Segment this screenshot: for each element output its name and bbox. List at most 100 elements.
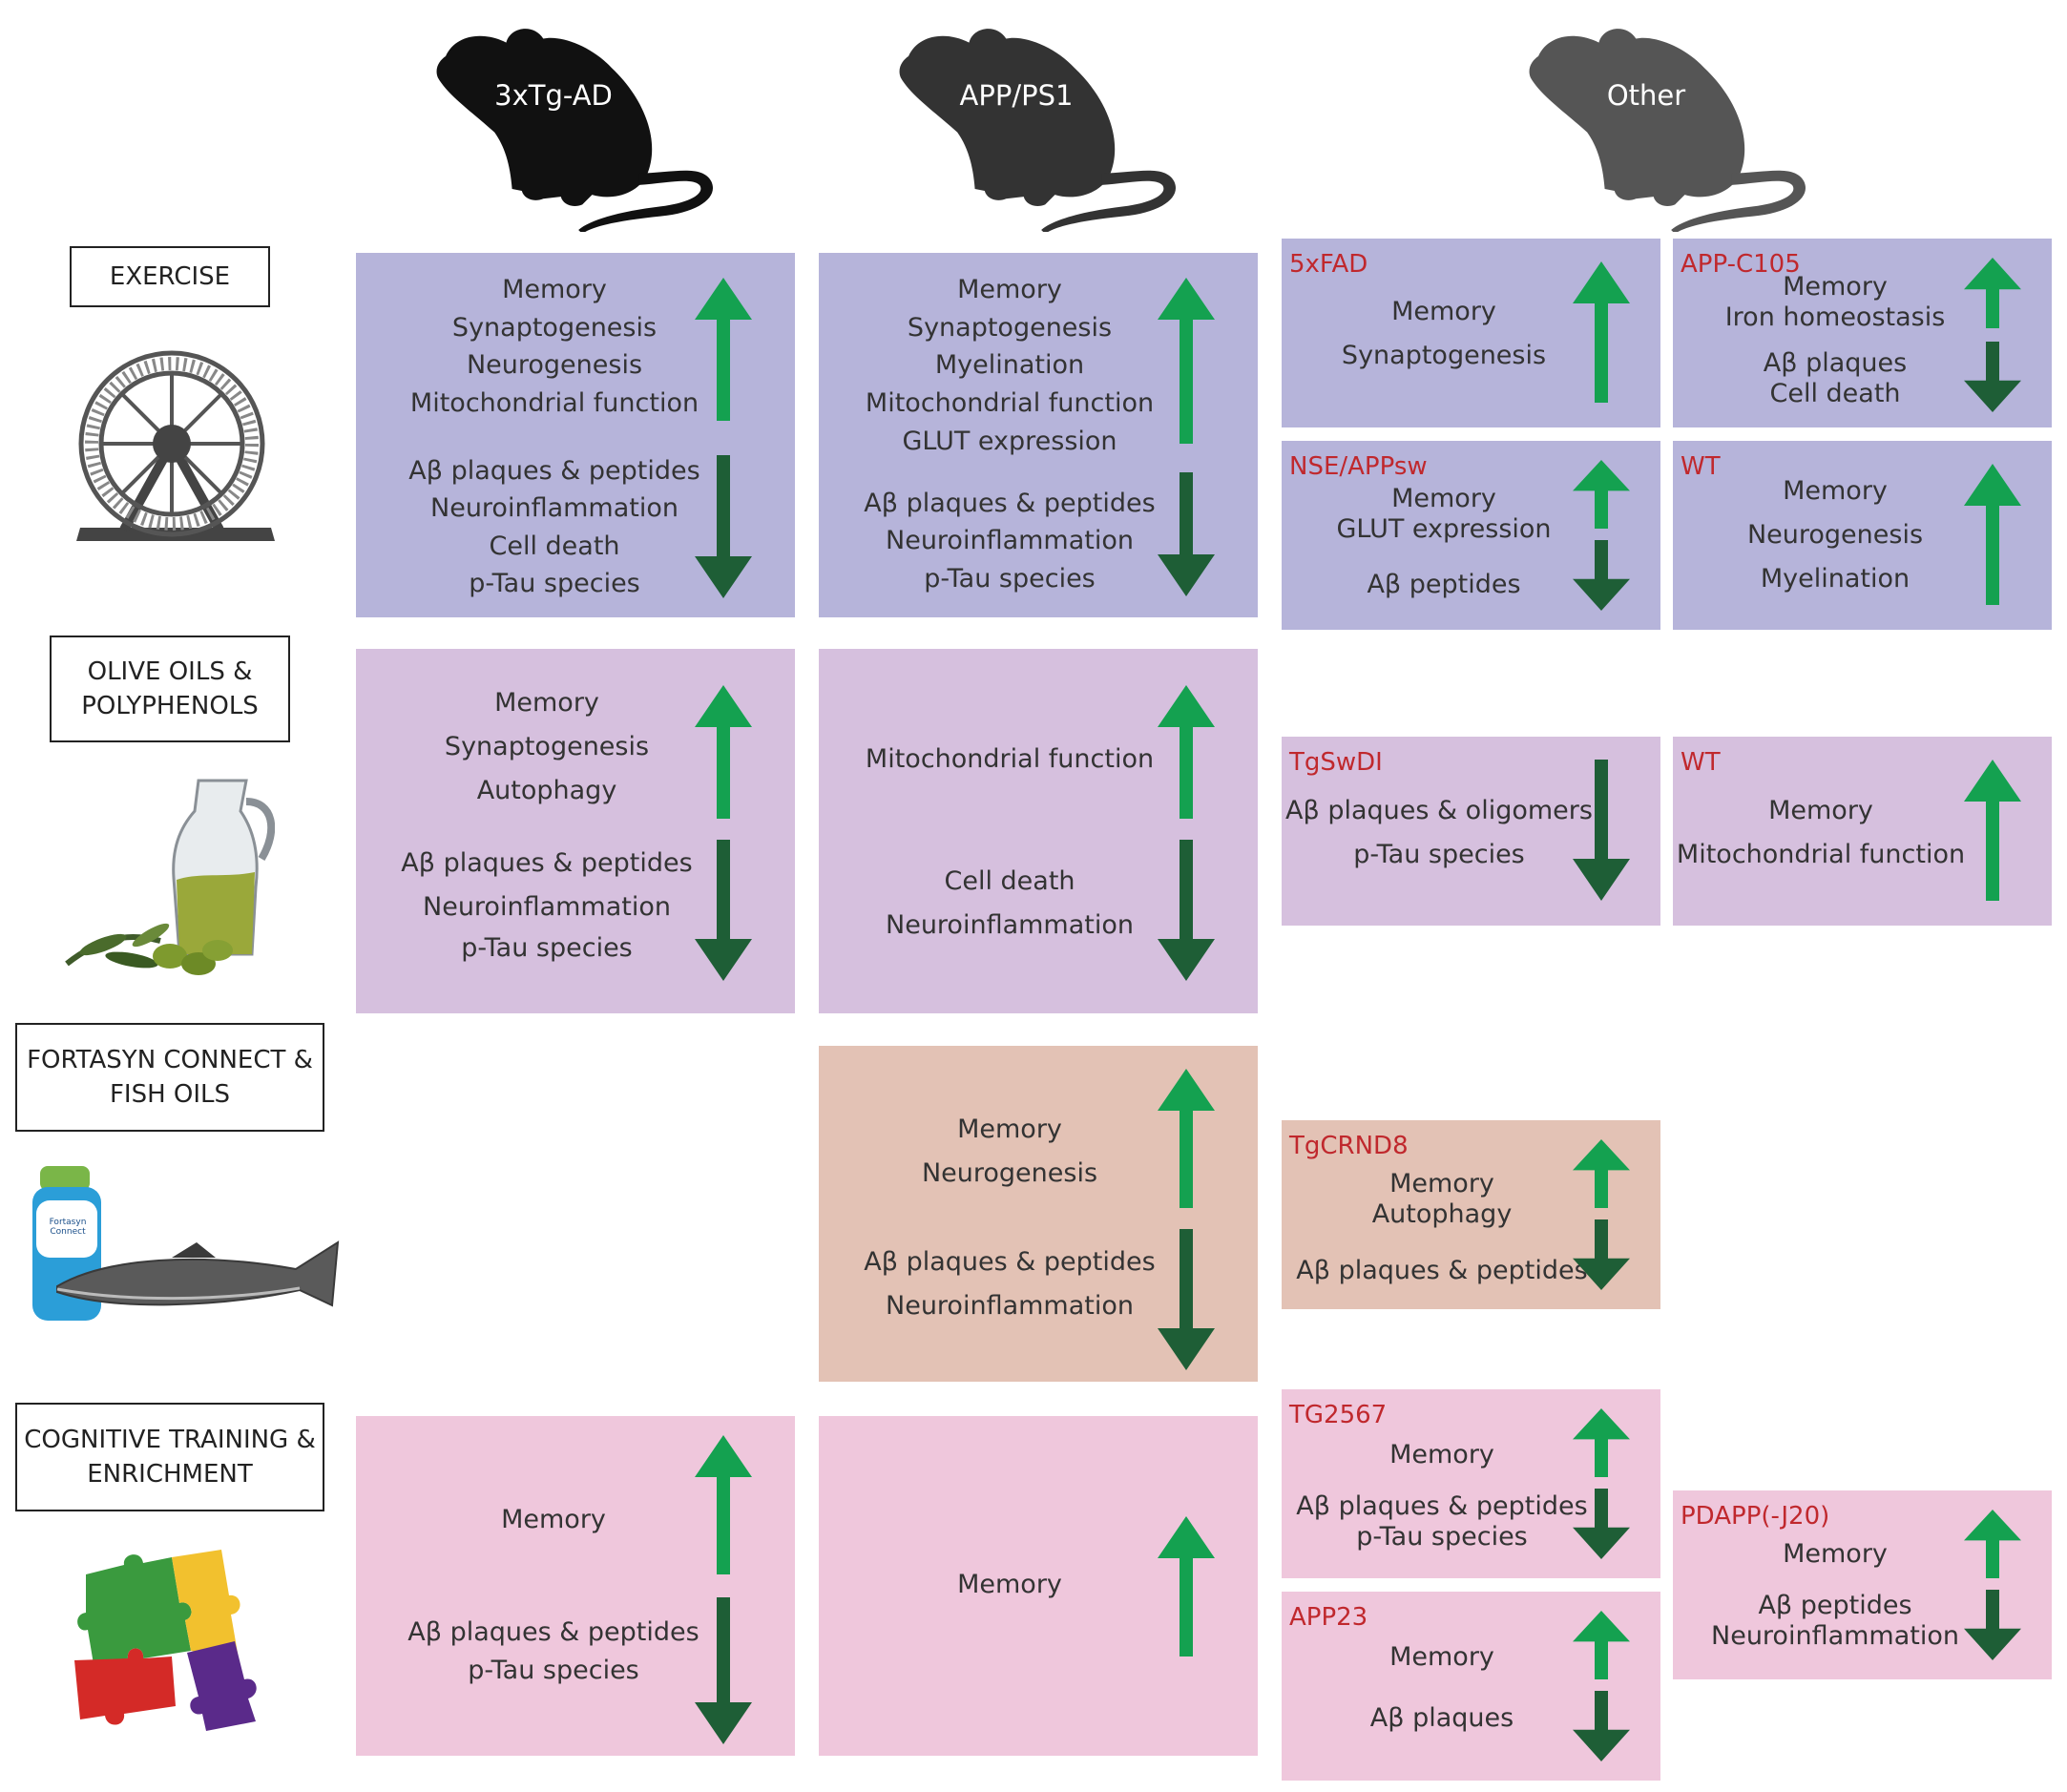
arrow-down-icon: [695, 1597, 752, 1744]
increased-effect-text: Memory: [957, 275, 1062, 304]
olive-oil-jug-icon: [65, 779, 275, 975]
intervention-label-line: FORTASYN CONNECT &: [27, 1046, 313, 1074]
increased-effect-text: Synaptogenesis: [444, 732, 650, 761]
fortasyn-bottle-fish-icon: Fortasyn Connect: [29, 1162, 344, 1324]
increased-effect-text: Memory: [1783, 1539, 1888, 1569]
increased-effect-text: Iron homeostasis: [1724, 302, 1946, 332]
decreased-effect-text: Neuroinflammation: [1711, 1621, 1959, 1651]
model-label-other: Other: [1606, 79, 1686, 112]
increased-effect-text: Autophagy: [476, 776, 617, 805]
arrow-up-icon: [1573, 460, 1630, 529]
increased-effect-text: GLUT expression: [902, 427, 1117, 456]
decreased-effect-text: p-Tau species: [1356, 1522, 1528, 1552]
decreased-effect-text: p-Tau species: [469, 569, 640, 598]
hamster-wheel-icon: [76, 350, 275, 541]
mouse-silhouette-icon: [1517, 17, 1813, 232]
arrow-up-icon: [1573, 1139, 1630, 1208]
decreased-effect-text: Neuroinflammation: [423, 892, 671, 922]
arrow-up-icon: [1158, 685, 1215, 819]
decreased-effect-text: p-Tau species: [1353, 840, 1525, 869]
decreased-effect-text: Cell death: [944, 866, 1075, 896]
increased-effect-text: Myelination: [934, 350, 1085, 380]
increased-effect-text: Memory: [1389, 1169, 1494, 1198]
fortasyn-bottle-text: Fortasyn Connect: [49, 1218, 87, 1237]
intervention-label-line: ENRICHMENT: [87, 1460, 253, 1489]
decreased-effect-text: Neuroinflammation: [886, 1291, 1134, 1321]
increased-effect-text: Memory: [501, 1505, 606, 1534]
strain-label: 5xFAD: [1289, 250, 1368, 279]
arrow-down-icon: [1158, 840, 1215, 981]
arrow-down-icon: [1158, 1229, 1215, 1370]
arrow-down-icon: [1964, 1590, 2021, 1660]
increased-effect-text: Memory: [502, 275, 607, 304]
arrow-up-icon: [1964, 760, 2021, 901]
decreased-effect-text: Aβ plaques & peptides: [408, 456, 700, 486]
arrow-down-icon: [1964, 342, 2021, 412]
strain-label: WT: [1681, 452, 1721, 481]
increased-effect-text: Memory: [1391, 297, 1496, 326]
arrow-down-icon: [1573, 1691, 1630, 1761]
increased-effect-text: Memory: [957, 1570, 1062, 1599]
strain-label: PDAPP(-J20): [1681, 1502, 1830, 1531]
decreased-effect-text: Aβ plaques & peptides: [401, 848, 693, 878]
mouse-3xtg-ad: 3xTg-AD: [425, 17, 720, 232]
puzzle-pieces-icon: [74, 1550, 257, 1731]
increased-effect-text: Memory: [494, 688, 599, 718]
increased-effect-text: Memory: [957, 1115, 1062, 1144]
decreased-effect-text: p-Tau species: [468, 1656, 639, 1685]
decreased-effect-text: Aβ plaques: [1763, 348, 1908, 378]
arrow-up-icon: [1158, 1069, 1215, 1208]
increased-effect-text: Memory: [1783, 272, 1888, 302]
increased-effect-text: Mitochondrial function: [409, 388, 699, 418]
increased-effect-text: Synaptogenesis: [1341, 341, 1547, 370]
increased-effect-text: Mitochondrial function: [1676, 840, 1966, 869]
decreased-effect-text: Aβ peptides: [1758, 1591, 1912, 1620]
intervention-label-olive-oils: OLIVE OILS & POLYPHENOLS: [50, 636, 290, 742]
arrow-up-icon: [1158, 1516, 1215, 1657]
arrow-up-icon: [1964, 464, 2021, 605]
increased-effect-text: Memory: [1391, 484, 1496, 513]
increased-effect-text: GLUT expression: [1336, 514, 1552, 544]
increased-effect-text: Myelination: [1760, 564, 1910, 594]
decreased-effect-text: p-Tau species: [924, 564, 1096, 594]
intervention-label-fortasyn: FORTASYN CONNECT & FISH OILS: [15, 1023, 324, 1132]
increased-effect-text: Memory: [1768, 796, 1873, 825]
increased-effect-text: Mitochondrial function: [865, 744, 1155, 774]
decreased-effect-text: Neuroinflammation: [430, 493, 679, 523]
decreased-effect-text: Neuroinflammation: [886, 526, 1134, 555]
increased-effect-text: Neurogenesis: [921, 1158, 1098, 1188]
increased-effect-text: Memory: [1783, 476, 1888, 506]
mouse-other: Other: [1517, 17, 1813, 232]
strain-label: TG2567: [1289, 1401, 1388, 1429]
arrow-up-icon: [1964, 1510, 2021, 1578]
decreased-effect-text: Cell death: [1769, 379, 1901, 408]
strain-label: TgCRND8: [1289, 1132, 1409, 1160]
intervention-label-line: FISH OILS: [109, 1080, 231, 1109]
intervention-label-exercise: EXERCISE: [70, 246, 270, 307]
arrow-down-icon: [695, 840, 752, 981]
decreased-effect-text: Aβ plaques & peptides: [864, 489, 1156, 518]
strain-label: WT: [1681, 748, 1721, 777]
arrow-up-icon: [695, 1435, 752, 1574]
decreased-effect-text: Aβ plaques: [1369, 1703, 1514, 1733]
strain-label: NSE/APPsw: [1289, 452, 1428, 481]
increased-effect-text: Autophagy: [1371, 1199, 1513, 1229]
arrow-down-icon: [1573, 1219, 1630, 1290]
increased-effect-text: Memory: [1389, 1440, 1494, 1469]
decreased-effect-text: Aβ plaques & peptides: [1296, 1256, 1588, 1285]
increased-effect-text: Memory: [1389, 1642, 1494, 1672]
arrow-up-icon: [1573, 261, 1630, 403]
intervention-label-line: COGNITIVE TRAINING &: [24, 1426, 316, 1454]
mouse-silhouette-icon: [887, 17, 1183, 232]
strain-label: APP23: [1289, 1603, 1368, 1632]
